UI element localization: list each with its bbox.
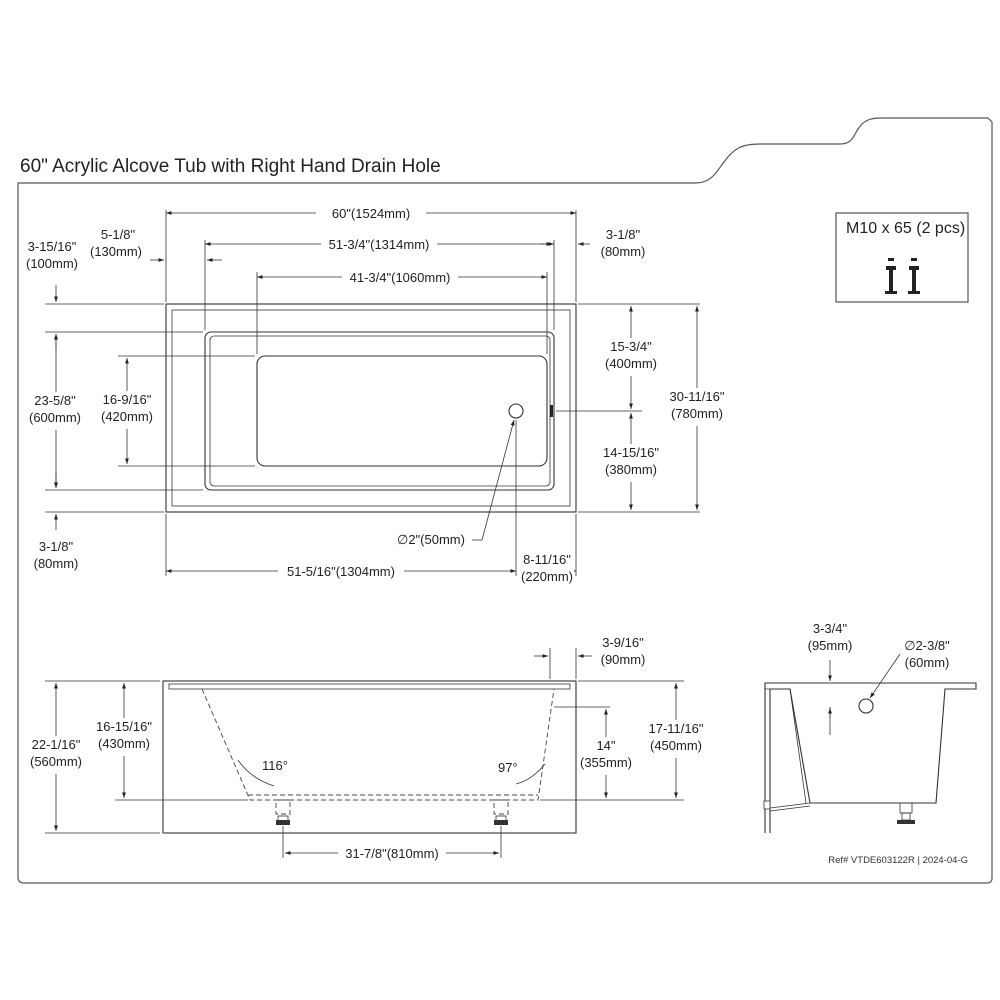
page-title: 60" Acrylic Alcove Tub with Right Hand D…: [20, 156, 441, 177]
dim-drain-to-front: 14-15/16"(380mm): [603, 445, 659, 477]
dim-right-depth: 17-11/16"(450mm): [649, 721, 704, 753]
drain-hole: [508, 403, 524, 419]
dim-overflow-offset: 3-3/4"(95mm): [808, 621, 853, 653]
dim-left-deck: 5-1/8"(130mm): [90, 227, 142, 259]
hardware-box: M10 x 65 (2 pcs): [835, 212, 969, 303]
dim-right-wall: 3-9/16"(90mm): [601, 635, 646, 667]
top-view: 60"(1524mm) 51-3/4"(1314mm) 41-3/4"(1060…: [26, 205, 729, 589]
left-angle-label: 116°: [262, 758, 288, 773]
dim-overall-width: 30-11/16"(780mm): [670, 389, 725, 421]
front-view: 22-1/16"(560mm) 16-15/16"(430mm) 116° 97…: [24, 635, 710, 861]
dim-drain-diameter: ∅2"(50mm): [397, 532, 465, 547]
dim-overall-height: 22-1/16"(560mm): [30, 737, 82, 769]
dim-leg-spacing: 31-7/8"(810mm): [345, 846, 438, 861]
reference-code: Ref# VTDE603122R | 2024-04-G: [828, 855, 968, 866]
dim-inner-width: 23-5/8"(600mm): [29, 393, 81, 425]
overflow-slot: [550, 405, 553, 417]
overflow-hole: [858, 698, 874, 714]
dim-drain-to-back: 15-3/4"(400mm): [605, 339, 657, 371]
bolt-icon: [885, 258, 920, 294]
dim-bottom-width: 16-9/16"(420mm): [101, 392, 153, 424]
drawing-frame: [17, 117, 993, 884]
right-angle-label: 97°: [498, 760, 518, 775]
dim-inner-depth: 16-15/16"(430mm): [96, 719, 152, 751]
dim-front-deck: 3-1/8"(80mm): [34, 539, 79, 571]
dim-right-deck: 3-1/8"(80mm): [601, 227, 646, 259]
right-leg: [493, 799, 509, 825]
dim-overflow-height: 14"(355mm): [580, 738, 632, 770]
dim-inner-length: 51-3/4"(1314mm): [329, 237, 430, 252]
dim-drain-from-left: 51-5/16"(1304mm): [287, 564, 395, 579]
hardware-label: M10 x 65 (2 pcs): [846, 220, 965, 237]
dim-back-deck: 3-15/16"(100mm): [26, 239, 78, 271]
dim-overflow-diameter: ∅2-3/8"(60mm): [904, 638, 950, 670]
dim-overall-length: 60"(1524mm): [332, 206, 410, 221]
side-view: 3-3/4"(95mm) ∅2-3/8"(60mm): [763, 621, 977, 833]
left-leg: [275, 799, 291, 825]
dim-bottom-length: 41-3/4"(1060mm): [350, 270, 451, 285]
dim-drain-from-right: 8-11/16"(220mm): [521, 552, 573, 584]
